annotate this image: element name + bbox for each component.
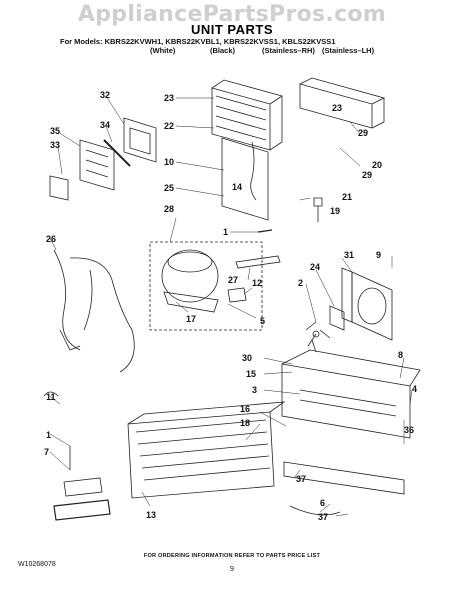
drain-pan-part — [283, 461, 405, 495]
callout-27: 27 — [228, 275, 238, 285]
callout-5: 5 — [260, 316, 265, 326]
callout-2: 2 — [298, 278, 303, 288]
callout-20: 20 — [372, 160, 382, 170]
callout-9: 9 — [376, 250, 381, 260]
fan-motor-part — [329, 305, 345, 331]
callout-34: 34 — [100, 120, 110, 130]
bracket-part — [123, 117, 157, 163]
page-number: 9 — [230, 566, 234, 573]
callout-16: 16 — [240, 404, 250, 414]
color-stainless-rh: (Stainless–RH) — [262, 46, 315, 55]
callout-33: 33 — [50, 140, 60, 150]
callout-4: 4 — [412, 384, 417, 394]
callout-30: 30 — [242, 353, 252, 363]
callout-10: 10 — [164, 157, 174, 167]
callout-31: 31 — [344, 250, 354, 260]
callout-6: 6 — [320, 498, 325, 508]
wire-harness-part — [53, 249, 135, 373]
models-line: For Models: KBRS22KVWH1, KBRS22KVBL1, KB… — [60, 37, 336, 46]
callout-7: 7 — [44, 447, 49, 457]
callout-3: 3 — [252, 385, 257, 395]
callout-18: 18 — [240, 418, 250, 428]
callout-37a: 37 — [296, 474, 306, 484]
callout-11: 11 — [46, 392, 56, 402]
document-id: W10268078 — [18, 561, 56, 568]
callout-26: 26 — [46, 234, 56, 244]
callout-14: 14 — [232, 182, 242, 192]
callout-8: 8 — [398, 350, 403, 360]
callout-19: 19 — [330, 206, 340, 216]
callout-32: 32 — [100, 90, 110, 100]
callout-21: 21 — [342, 192, 352, 202]
watermark: AppliancePartsPros.com — [77, 2, 387, 27]
ordering-note: FOR ORDERING INFORMATION REFER TO PARTS … — [143, 553, 321, 559]
callout-23b: 23 — [332, 103, 342, 113]
color-white: (White) — [150, 46, 176, 55]
cover-part — [49, 175, 69, 201]
control-box-part — [79, 139, 115, 191]
callout-28: 28 — [164, 204, 174, 214]
callout-labels: 32 23 22 34 35 33 10 14 25 28 1 23 29 20… — [44, 90, 417, 522]
callout-17: 17 — [186, 314, 196, 324]
callout-37b: 37 — [318, 512, 328, 522]
fan-blade-part — [305, 321, 331, 353]
callout-36: 36 — [404, 425, 414, 435]
panel-part — [221, 137, 269, 221]
callout-29b: 29 — [362, 170, 372, 180]
condenser-part — [127, 411, 275, 499]
callout-24: 24 — [310, 262, 320, 272]
color-black: (Black) — [210, 46, 236, 55]
callout-1a: 1 — [223, 227, 228, 237]
color-stainless-lh: (Stainless–LH) — [322, 46, 375, 55]
callout-29a: 29 — [358, 128, 368, 138]
callout-13: 13 — [146, 510, 156, 520]
callout-25: 25 — [164, 183, 174, 193]
callout-22: 22 — [164, 121, 174, 131]
callout-23a: 23 — [164, 93, 174, 103]
base-pan-part — [281, 363, 411, 439]
page-title: UNIT PARTS — [190, 22, 274, 37]
callout-12: 12 — [252, 278, 262, 288]
callout-1b: 1 — [46, 430, 51, 440]
compressor-part — [161, 249, 219, 303]
callout-15: 15 — [246, 369, 256, 379]
callout-35: 35 — [50, 126, 60, 136]
